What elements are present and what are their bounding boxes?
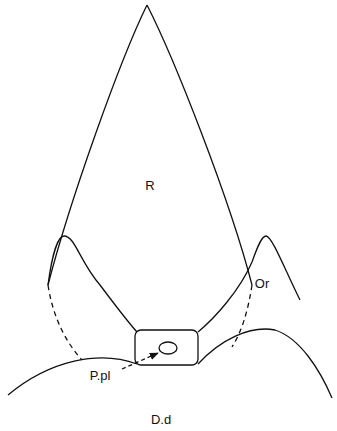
lower-boundary bbox=[8, 358, 137, 395]
dashed-outline bbox=[232, 285, 252, 347]
dashed-outline bbox=[48, 285, 82, 360]
rostrum-outline bbox=[48, 5, 147, 285]
orbit-boundary bbox=[48, 236, 137, 332]
part-label: R bbox=[145, 178, 154, 193]
rostrum-outline bbox=[147, 5, 252, 285]
part-label: D.d bbox=[151, 412, 171, 427]
pineal-plate bbox=[135, 330, 198, 365]
orbit-boundary bbox=[198, 236, 300, 332]
part-label: Or bbox=[255, 276, 269, 291]
pineal-foramen bbox=[159, 342, 177, 354]
lower-boundary bbox=[198, 329, 332, 398]
part-label: P.pl bbox=[90, 368, 111, 383]
leader-line bbox=[122, 353, 158, 369]
